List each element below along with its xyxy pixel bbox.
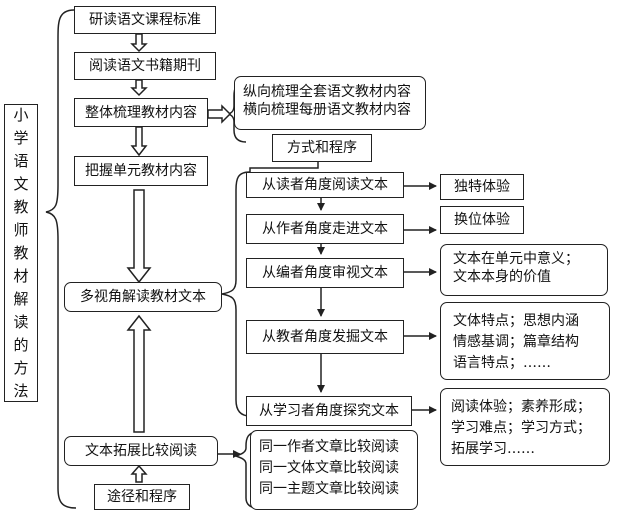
root-char: 教 (13, 243, 29, 262)
detail-line: 文本在单元中意义； (453, 251, 579, 267)
root-title: 小 学 语 文 教 师 教 材 解 读 的 方 法 (4, 104, 38, 402)
detail-line: 阅读体验；素养形成； (451, 399, 591, 415)
root-char: 学 (13, 128, 29, 147)
perspective-4: 从教者角度发掘文本 (246, 320, 404, 354)
perspective-2: 从作者角度走进文本 (246, 214, 404, 244)
root-char: 解 (13, 289, 29, 308)
arrow-3 (130, 126, 148, 157)
root-char: 小 (13, 105, 29, 124)
main-step-4: 把握单元教材内容 (74, 156, 208, 186)
detail-line: 换位体验 (454, 212, 510, 228)
method-header: 方式和程序 (272, 134, 372, 162)
comparison-line: 同一作者文章比较阅读 (259, 439, 399, 455)
comparison-line: 同一文体文章比较阅读 (259, 460, 399, 476)
comparison-line: 同一主题文章比较阅读 (259, 481, 399, 497)
arrow-6 (130, 464, 148, 483)
main-step-1-label: 研读语文课程标准 (89, 12, 201, 28)
arrow-7 (207, 104, 232, 124)
root-char: 材 (13, 266, 29, 285)
perspective-1-label: 从读者角度阅读文本 (262, 177, 388, 193)
main-brace (45, 9, 77, 509)
perspective-5: 从学习者角度探究文本 (246, 396, 412, 426)
perspective-2-detail: 换位体验 (440, 206, 524, 234)
perspective-4-detail: 文体特点；思想内涵 情感基调；篇章结构 语言特点；…… (440, 302, 610, 380)
main-step-4-label: 把握单元教材内容 (85, 163, 197, 179)
main-step-1: 研读语文课程标准 (74, 6, 216, 34)
main-step-6: 文本拓展比较阅读 (64, 436, 218, 466)
root-char: 教 (13, 197, 29, 216)
method-header-label: 方式和程序 (287, 140, 357, 156)
detail-line: 情感基调；篇章结构 (453, 334, 579, 350)
main-step-3: 整体梳理教材内容 (74, 98, 208, 127)
detail-line: 独特体验 (454, 179, 510, 195)
arrow-4 (126, 189, 152, 284)
root-char: 语 (13, 151, 29, 170)
root-char: 的 (13, 335, 29, 354)
perspective-3-detail: 文本在单元中意义； 文本本身的价值 (440, 244, 608, 296)
perspectives-brace (221, 171, 251, 417)
detail-line: 学习难点；学习方式； (451, 420, 591, 436)
root-char: 读 (13, 312, 29, 331)
perspective-4-label: 从教者角度发掘文本 (262, 329, 388, 345)
detail-line: 拓展学习…… (451, 441, 535, 457)
perspective-1: 从读者角度阅读文本 (246, 172, 404, 198)
perspective-3-label: 从编者角度审视文本 (262, 265, 388, 281)
arrow-2 (130, 79, 148, 97)
perspective-5-label: 从学习者角度探究文本 (259, 403, 399, 419)
main-step-5-label: 多视角解读教材文本 (80, 289, 206, 305)
arrow-1 (130, 33, 148, 53)
perspective-5-detail: 阅读体验；素养形成； 学习难点；学习方式； 拓展学习…… (440, 388, 610, 466)
root-char: 师 (13, 220, 29, 239)
overall-sorting-line: 纵向梳理全套语文教材内容 (243, 84, 411, 100)
main-step-2-label: 阅读语文书籍期刊 (89, 58, 201, 74)
overall-sorting-line: 横向梳理每册语文教材内容 (243, 102, 411, 118)
overall-sorting-box: 纵向梳理全套语文教材内容 横向梳理每册语文教材内容 (234, 76, 426, 130)
detail-line: 文体特点；思想内涵 (453, 313, 579, 329)
main-step-2: 阅读语文书籍期刊 (74, 52, 216, 80)
root-char: 文 (13, 174, 29, 193)
perspective-2-label: 从作者角度走进文本 (262, 221, 388, 237)
path-label-text: 途径和程序 (107, 489, 177, 505)
path-label: 途径和程序 (94, 484, 190, 510)
perspective-1-detail: 独特体验 (440, 174, 524, 200)
arrow-5 (126, 314, 152, 433)
root-char: 法 (13, 381, 29, 400)
main-step-5: 多视角解读教材文本 (64, 282, 222, 312)
perspective-3: 从编者角度审视文本 (246, 258, 404, 288)
detail-line: 语言特点；…… (453, 355, 551, 371)
main-step-6-label: 文本拓展比较阅读 (85, 443, 197, 459)
comparison-box: 同一作者文章比较阅读 同一文体文章比较阅读 同一主题文章比较阅读 (250, 430, 418, 510)
root-char: 方 (13, 358, 29, 377)
detail-line: 文本本身的价值 (453, 269, 551, 285)
main-step-3-label: 整体梳理教材内容 (85, 104, 197, 121)
